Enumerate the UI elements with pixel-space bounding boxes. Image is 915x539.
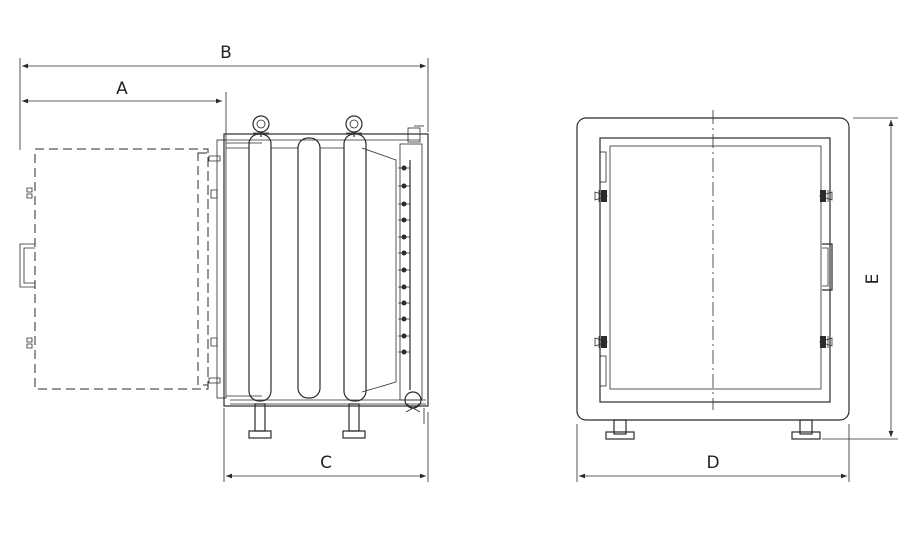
door-clamp-icons bbox=[594, 151, 833, 387]
dimension-e-label: E bbox=[863, 274, 883, 285]
dimension-b-label: B bbox=[220, 43, 232, 63]
front-view: D E bbox=[576, 110, 898, 482]
handle-icon bbox=[822, 243, 833, 291]
open-door-outline bbox=[19, 148, 221, 390]
front-legs bbox=[605, 419, 821, 440]
dimension-e: E bbox=[822, 117, 898, 440]
cabinet-front-body bbox=[576, 110, 850, 421]
door-hinge-column bbox=[398, 125, 425, 424]
dimension-b: B bbox=[19, 43, 429, 150]
heater-tubes bbox=[226, 133, 397, 402]
lifting-eye-icons bbox=[252, 115, 363, 137]
dimension-a: A bbox=[22, 79, 227, 140]
door-latch-icons bbox=[26, 155, 221, 384]
dimension-d: D bbox=[576, 424, 850, 482]
side-legs bbox=[248, 403, 366, 439]
dimension-c: C bbox=[223, 408, 429, 482]
dimension-a-label: A bbox=[116, 79, 128, 99]
dimension-d-label: D bbox=[706, 453, 719, 473]
side-view: B A bbox=[19, 43, 429, 482]
dimension-c-label: C bbox=[320, 453, 332, 473]
